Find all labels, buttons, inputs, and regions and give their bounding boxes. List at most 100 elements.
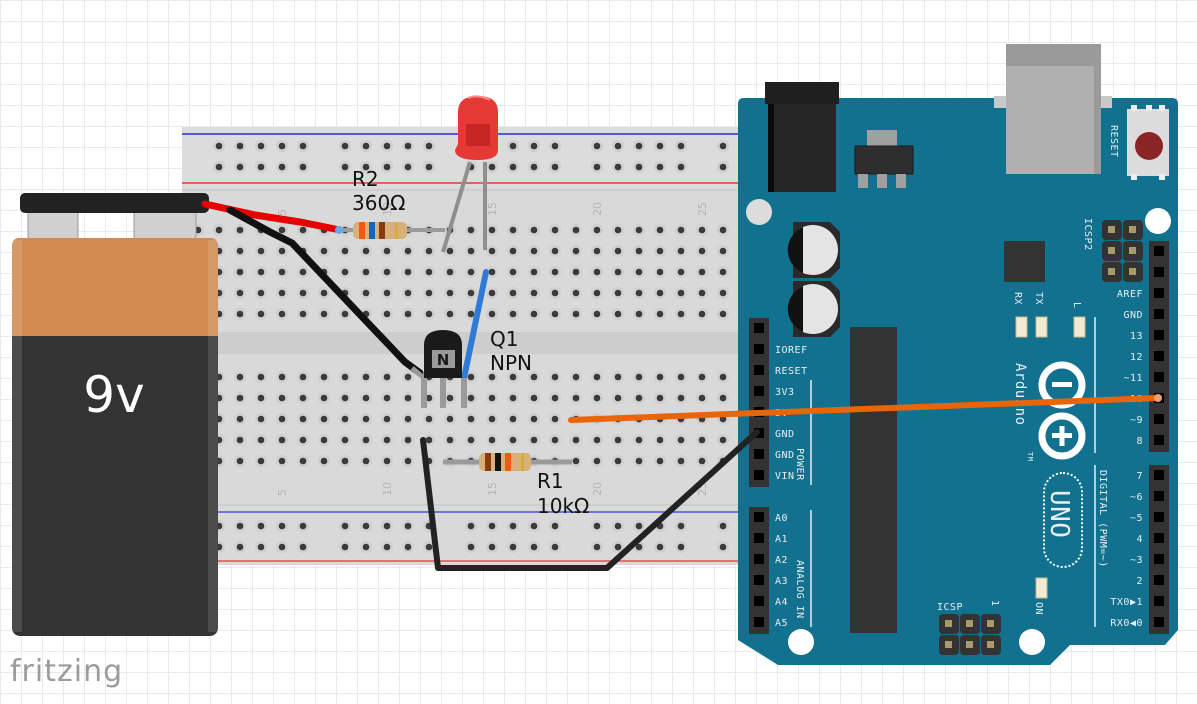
pin-label: ~6 bbox=[1130, 492, 1143, 503]
resistor-band bbox=[505, 453, 511, 471]
pin-label: ~3 bbox=[1130, 555, 1143, 566]
pin-label: AREF bbox=[1117, 289, 1143, 300]
pin-label: A3 bbox=[775, 576, 788, 587]
header-pin[interactable] bbox=[754, 554, 764, 564]
column-number-top: 5 bbox=[276, 209, 289, 216]
header-pin[interactable] bbox=[1154, 575, 1164, 585]
header-pin[interactable] bbox=[1154, 351, 1164, 361]
icsp-pin[interactable] bbox=[966, 641, 973, 648]
header-pin[interactable] bbox=[1154, 288, 1164, 298]
header-pin[interactable] bbox=[754, 617, 764, 627]
arduino-pcb bbox=[738, 98, 1178, 665]
header-pin[interactable] bbox=[1154, 330, 1164, 340]
header-pin[interactable] bbox=[754, 323, 764, 333]
header-pin[interactable] bbox=[754, 386, 764, 396]
icsp-pin[interactable] bbox=[987, 641, 994, 648]
column-number-top: 10 bbox=[381, 202, 394, 216]
icsp-pin[interactable] bbox=[987, 620, 994, 627]
icsp-pin[interactable] bbox=[1108, 226, 1115, 233]
header-pin[interactable] bbox=[1154, 372, 1164, 382]
header-pin[interactable] bbox=[754, 575, 764, 585]
resistor-r2[interactable] bbox=[335, 222, 445, 239]
resistor-band bbox=[379, 222, 385, 239]
wire-ground-return[interactable] bbox=[420, 429, 760, 571]
header-pin[interactable] bbox=[1154, 435, 1164, 445]
r2-value-label: 360Ω bbox=[352, 191, 405, 215]
uno-text: UNO bbox=[1044, 490, 1074, 538]
l-led bbox=[1073, 316, 1086, 338]
header-pin[interactable] bbox=[754, 596, 764, 606]
arduino-uno-board: RESET ICSP2 RX TX L ON Arduino TM UNO I bbox=[738, 44, 1178, 665]
icsp-pin[interactable] bbox=[966, 620, 973, 627]
capacitor bbox=[787, 281, 840, 337]
atmega-chip bbox=[850, 327, 897, 633]
icsp-pin[interactable] bbox=[945, 641, 952, 648]
trademark-text: TM bbox=[1026, 452, 1034, 461]
q1-name-label: Q1 bbox=[490, 327, 518, 351]
pin-label: A1 bbox=[775, 534, 788, 545]
header-pin[interactable] bbox=[1154, 533, 1164, 543]
pin-label: 8 bbox=[1136, 436, 1143, 447]
header-pin[interactable] bbox=[1154, 491, 1164, 501]
header-pin[interactable] bbox=[1154, 267, 1164, 277]
q1-glyph: N bbox=[437, 351, 450, 369]
resistor-band bbox=[395, 222, 398, 239]
pin-label: 4 bbox=[1136, 534, 1143, 545]
on-label: ON bbox=[1033, 602, 1044, 615]
power-header-label: POWER bbox=[794, 448, 805, 481]
header-pin[interactable] bbox=[1154, 617, 1164, 627]
arduino-brand-text: Arduino bbox=[1012, 363, 1028, 426]
fritzing-logo: fritzing bbox=[10, 654, 124, 689]
on-led bbox=[1035, 577, 1048, 599]
header-pin[interactable] bbox=[1154, 596, 1164, 606]
header-pin[interactable] bbox=[1154, 470, 1164, 480]
icsp-header bbox=[939, 614, 1001, 655]
icsp-pin[interactable] bbox=[1129, 247, 1136, 254]
reset-button-cap[interactable] bbox=[1135, 132, 1163, 160]
icsp-pin[interactable] bbox=[1108, 268, 1115, 275]
wire-signal-pin10[interactable] bbox=[568, 395, 1161, 423]
pin-label: GND bbox=[1123, 310, 1143, 321]
icsp-pin[interactable] bbox=[1108, 247, 1115, 254]
rx-led bbox=[1015, 316, 1028, 338]
wire-led-to-transistor[interactable] bbox=[461, 269, 489, 381]
pin-label: 13 bbox=[1130, 331, 1143, 342]
header-pin[interactable] bbox=[1154, 414, 1164, 424]
pin-label: RESET bbox=[775, 366, 808, 377]
resistor-band bbox=[359, 222, 365, 239]
column-number-top: 20 bbox=[591, 202, 604, 216]
header-pin[interactable] bbox=[1154, 309, 1164, 319]
battery-terminal-negative bbox=[27, 210, 79, 240]
led-anode-leg bbox=[441, 161, 472, 253]
tx-led bbox=[1035, 316, 1048, 338]
icsp-pin[interactable] bbox=[945, 620, 952, 627]
icsp-label: ICSP bbox=[937, 602, 963, 613]
battery-terminal-positive bbox=[133, 210, 197, 240]
header-pin[interactable] bbox=[754, 512, 764, 522]
battery-9v: 9v bbox=[12, 193, 218, 636]
header-pin[interactable] bbox=[1154, 512, 1164, 522]
header-pin[interactable] bbox=[1154, 246, 1164, 256]
transistor-q1[interactable]: N bbox=[410, 330, 467, 408]
header-pin[interactable] bbox=[754, 344, 764, 354]
r1-name-label: R1 bbox=[537, 469, 564, 493]
header-pin[interactable] bbox=[754, 365, 764, 375]
header-pin[interactable] bbox=[754, 449, 764, 459]
mounting-hole bbox=[788, 629, 814, 655]
header-pin[interactable] bbox=[1154, 554, 1164, 564]
icsp-pin[interactable] bbox=[1129, 226, 1136, 233]
icsp-pin1-label: 1 bbox=[989, 600, 1000, 607]
reset-button[interactable] bbox=[1127, 105, 1169, 180]
wire-battery-negative[interactable] bbox=[226, 206, 424, 377]
r1-value-label: 10kΩ bbox=[537, 494, 589, 518]
reset-label: RESET bbox=[1108, 125, 1119, 158]
header-pin[interactable] bbox=[754, 470, 764, 480]
header-pin[interactable] bbox=[754, 533, 764, 543]
icsp-pin[interactable] bbox=[1129, 268, 1136, 275]
r2-name-label: R2 bbox=[352, 167, 379, 191]
resistor-r1[interactable] bbox=[443, 453, 572, 471]
pin-label: A0 bbox=[775, 513, 788, 524]
voltage-regulator bbox=[854, 145, 914, 175]
led-red[interactable] bbox=[441, 95, 498, 253]
